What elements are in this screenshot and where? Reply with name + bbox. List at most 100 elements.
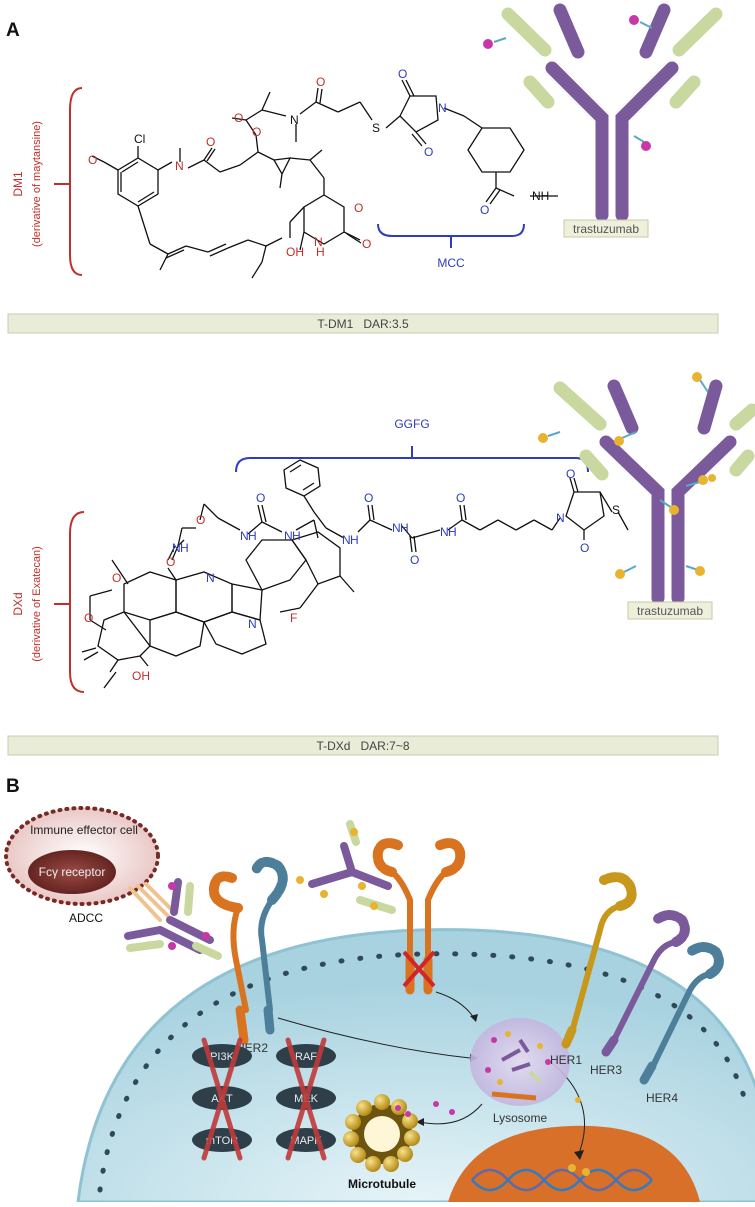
immune-cell-label: Immune effector cell <box>30 823 138 837</box>
svg-text:NH: NH <box>532 189 549 203</box>
svg-text:H: H <box>316 245 325 259</box>
svg-text:N: N <box>172 541 181 555</box>
t-dm1-footer-bar <box>7 313 719 334</box>
t-dxd-footer-bar <box>7 735 719 756</box>
dxd-payload-dots <box>538 372 716 579</box>
antibody-label-box-2 <box>627 601 713 620</box>
adcc-label: ADCC <box>69 911 103 925</box>
svg-text:O: O <box>364 491 373 505</box>
svg-text:O: O <box>316 75 325 89</box>
svg-text:O: O <box>566 467 575 481</box>
fc-receptor-stalks <box>128 882 176 922</box>
antibody-trastuzumab-2 <box>553 379 755 605</box>
dm1-label: DM1 <box>11 171 25 197</box>
ggfg-bracket <box>235 446 589 473</box>
fc-receptor-label: Fcγ receptor <box>39 865 106 879</box>
svg-text:O: O <box>362 237 371 251</box>
svg-text:H: H <box>248 529 257 543</box>
svg-text:N: N <box>206 571 215 585</box>
dm1-payload-dots <box>483 15 653 151</box>
svg-text:H: H <box>400 521 409 535</box>
microtubule-label: Microtubule <box>348 1177 416 1191</box>
svg-text:N: N <box>314 235 323 249</box>
pathway-raf: RAF <box>295 1051 317 1063</box>
pathway-mtor: mTOR <box>206 1135 238 1147</box>
cell-membrane-dots <box>97 951 748 1193</box>
svg-text:O: O <box>88 153 97 167</box>
svg-text:O: O <box>234 111 243 125</box>
svg-text:O: O <box>252 125 261 139</box>
mcc-bracket <box>377 223 525 248</box>
ggfg-label: GGFG <box>394 417 429 431</box>
dxd-bracket <box>54 511 85 693</box>
dxd-atom-labels: O N H O N H N H O N H O N H O N S O O N … <box>84 467 620 683</box>
dm1-structure <box>91 79 558 279</box>
dxd-label: DXd <box>11 592 25 615</box>
svg-text:O: O <box>196 513 205 527</box>
svg-text:O: O <box>410 553 419 567</box>
svg-text:N: N <box>440 525 449 539</box>
svg-text:O: O <box>424 145 433 159</box>
mcc-label: MCC <box>437 256 465 270</box>
her1-receptor <box>561 872 637 1049</box>
svg-text:N: N <box>342 533 351 547</box>
antibody-label-1: trastuzumab <box>573 222 639 236</box>
released-payload <box>433 1097 581 1115</box>
dm1-sublabel: (derivative of maytansine) <box>31 121 43 247</box>
svg-text:O: O <box>166 555 175 569</box>
svg-text:O: O <box>84 611 93 625</box>
svg-text:F: F <box>290 611 297 625</box>
her1-label: HER1 <box>550 1053 582 1067</box>
dxd-structure <box>81 459 629 689</box>
antibody-trastuzumab-1 <box>501 3 723 222</box>
svg-text:N: N <box>556 511 565 525</box>
svg-text:O: O <box>354 201 363 215</box>
svg-text:OH: OH <box>286 245 304 259</box>
pathway-mapk: MAPK <box>290 1135 322 1147</box>
svg-text:O: O <box>456 491 465 505</box>
svg-text:N: N <box>175 159 184 173</box>
dm1-atom-labels: Cl N O O N O S N O O NH O O O OH H N O O <box>88 67 549 259</box>
adc-free <box>296 820 396 914</box>
panel-a-label: A <box>6 20 20 41</box>
svg-text:S: S <box>372 121 380 135</box>
dna-helix <box>471 1164 653 1192</box>
microtubule <box>343 1094 420 1172</box>
lysosome-label: Lysosome <box>493 1111 548 1125</box>
svg-text:Cl: Cl <box>134 132 145 146</box>
her2-receptor <box>208 871 249 1045</box>
svg-text:H: H <box>180 541 189 555</box>
svg-text:O: O <box>480 203 489 217</box>
her3-label: HER3 <box>590 1063 622 1077</box>
svg-text:O: O <box>112 571 121 585</box>
adc-adcc <box>124 878 222 960</box>
svg-text:O: O <box>256 491 265 505</box>
her2-dimer <box>372 838 466 995</box>
her-blue-receptor-left <box>251 856 288 1035</box>
svg-text:H: H <box>292 529 301 543</box>
svg-text:OH: OH <box>132 669 150 683</box>
immune-effector-cell: Immune effector cell Fcγ receptor <box>4 806 160 906</box>
antibody-label-2: trastuzumab <box>637 604 703 618</box>
svg-text:O: O <box>398 67 407 81</box>
svg-text:N: N <box>438 101 447 115</box>
svg-text:O: O <box>580 541 589 555</box>
her4-label: HER4 <box>646 1091 678 1105</box>
panel-b-label: B <box>6 776 20 797</box>
lysosome <box>470 1018 570 1106</box>
t-dxd-footer: T-DXd DAR:7~8 <box>316 739 409 753</box>
svg-text:N: N <box>240 529 249 543</box>
pathway-block-icon <box>201 1037 327 1161</box>
dm1-bracket <box>54 87 83 276</box>
svg-text:S: S <box>612 503 620 517</box>
dxd-sublabel: (derivative of Exatecan) <box>31 546 43 662</box>
svg-text:N: N <box>284 529 293 543</box>
her4-receptor <box>639 942 724 1085</box>
svg-text:N: N <box>392 521 401 535</box>
antibody-label-box-1 <box>563 219 649 238</box>
svg-text:N: N <box>248 617 257 631</box>
svg-text:O: O <box>206 135 215 149</box>
svg-text:H: H <box>448 525 457 539</box>
pathway-pi3k: PI3K <box>210 1051 235 1063</box>
